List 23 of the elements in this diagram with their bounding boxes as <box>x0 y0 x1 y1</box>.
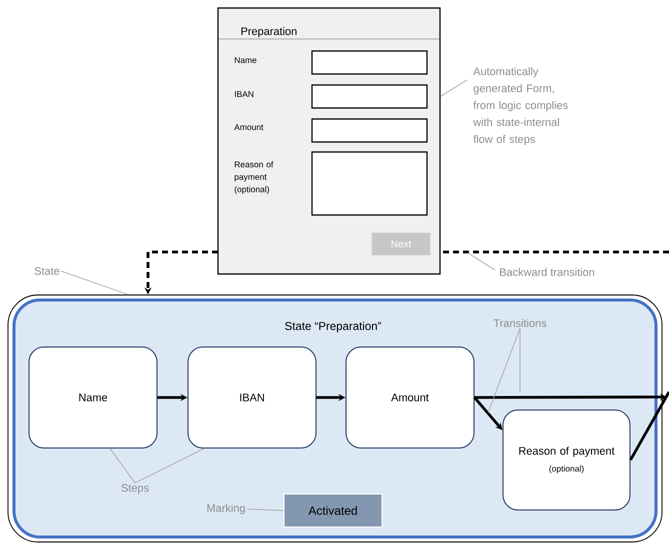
leader-line <box>60 270 128 295</box>
annotation-text: Automatically generated Form, from logic complies with state-internal flow of steps <box>473 67 568 146</box>
annotation-text: Backward transition <box>500 268 594 276</box>
next-button: Next <box>372 232 430 256</box>
marking-badge: Activated <box>284 494 382 528</box>
leader-line <box>488 328 520 414</box>
leader-line <box>110 448 136 484</box>
leader-line <box>246 508 284 511</box>
annotation-text: Steps <box>122 484 149 494</box>
annotation-text: Transitions <box>494 318 546 328</box>
step-box: Name <box>28 346 158 448</box>
annotation-text: State <box>34 267 60 275</box>
step-box: Amount <box>346 346 474 448</box>
field-label: Reason of payment (optional) <box>234 161 274 194</box>
annotation-text: Marking <box>207 504 245 514</box>
leader-line <box>440 80 468 97</box>
step-box: Reason of payment (optional) <box>502 410 630 510</box>
leader-line <box>134 448 204 484</box>
step-box: IBAN <box>188 346 316 448</box>
field-label: Name <box>234 57 256 64</box>
field-label: IBAN <box>234 91 254 98</box>
field-label: Amount <box>234 124 264 130</box>
leader-line <box>468 252 496 270</box>
